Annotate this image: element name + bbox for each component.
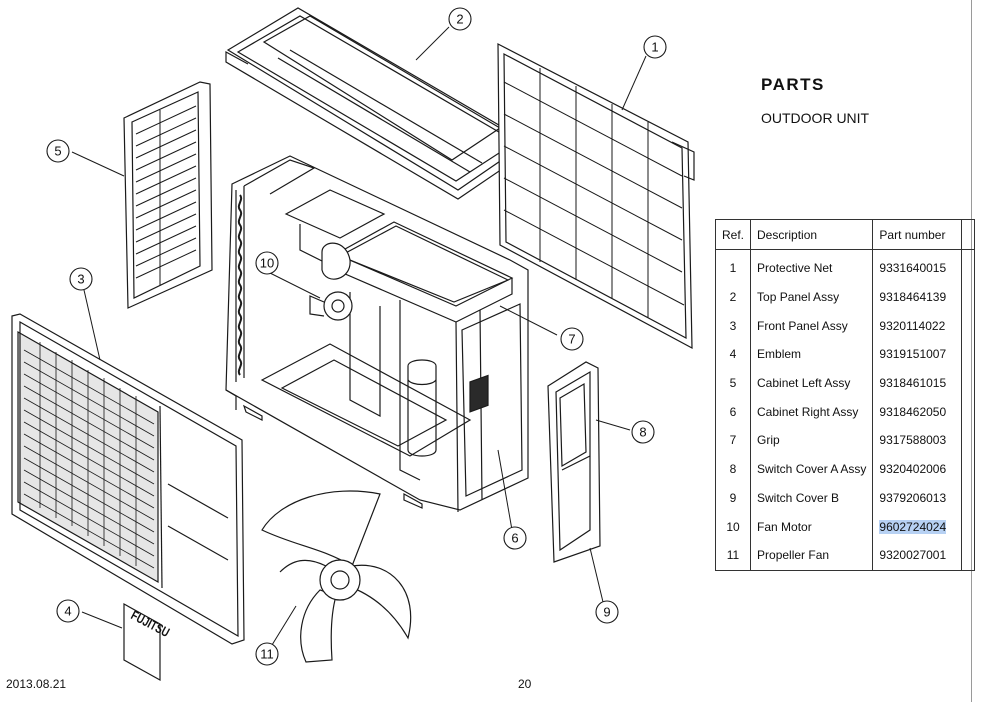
footer-date: 2013.08.21 [6,677,67,691]
page-title: PARTS [761,75,825,94]
table-header-row: Ref. Description Part number [714,219,976,250]
cell-ref: 2 [714,282,752,312]
cell-ref: 4 [714,340,752,369]
callout-10: 10 [260,256,274,271]
callout-5: 5 [54,144,61,159]
cell-part-number[interactable]: 9318464139 [872,282,963,312]
cell-part-number[interactable]: 9319151007 [872,340,963,369]
cabinet-left-drawing [123,81,213,309]
cell-part-number-selected[interactable]: 9602724024 [872,512,963,541]
col-header-blank [961,219,976,250]
callout-1: 1 [651,40,658,55]
table-row: 1 Protective Net 9331640015 [714,249,976,283]
table-row: 11 Propeller Fan 9320027001 [714,540,976,571]
switch-cover-a-drawing [547,361,601,563]
cell-blank [961,368,976,398]
cell-description: Emblem [750,340,874,369]
cell-description: Cabinet Left Assy [750,368,874,398]
cell-blank [961,540,976,571]
cell-part-number[interactable]: 9320114022 [872,311,963,341]
cell-ref: 7 [714,426,752,455]
cell-blank [961,311,976,341]
cell-ref: 6 [714,397,752,427]
table-row: 10 Fan Motor 9602724024 [714,512,976,541]
table-row: 6 Cabinet Right Assy 9318462050 [714,397,976,427]
col-header-ref: Ref. [714,219,752,250]
cell-description: Switch Cover A Assy [750,454,874,484]
cell-description: Front Panel Assy [750,311,874,341]
cell-part-number[interactable]: 9331640015 [872,249,963,283]
front-panel-drawing [11,313,245,645]
callout-7: 7 [568,332,575,347]
table-row: 4 Emblem 9319151007 [714,340,976,369]
callout-11: 11 [260,647,274,662]
callout-4: 4 [64,604,71,619]
cell-blank [961,512,976,541]
cell-part-number[interactable]: 9320402006 [872,454,963,484]
cell-blank [961,282,976,312]
cell-blank [961,397,976,427]
cell-part-number[interactable]: 9318462050 [872,397,963,427]
text-selection-highlight[interactable]: 9602724024 [879,519,947,534]
cell-ref: 9 [714,483,752,513]
table-row: 2 Top Panel Assy 9318464139 [714,282,976,312]
cell-ref: 8 [714,454,752,484]
callout-9: 9 [603,605,610,620]
cell-part-number[interactable]: 9317588003 [872,426,963,455]
table-row: 5 Cabinet Left Assy 9318461015 [714,368,976,398]
propeller-fan-drawing [261,490,412,663]
cell-description: Switch Cover B [750,483,874,513]
cell-part-number[interactable]: 9379206013 [872,483,963,513]
table-row: 7 Grip 9317588003 [714,426,976,455]
table-row: 3 Front Panel Assy 9320114022 [714,311,976,341]
table-row: 8 Switch Cover A Assy 9320402006 [714,454,976,484]
callout-6: 6 [511,531,518,546]
cell-blank [961,454,976,484]
cell-ref: 1 [714,249,752,283]
cell-description: Protective Net [750,249,874,283]
cell-description: Fan Motor [750,512,874,541]
cell-blank [961,426,976,455]
parts-table: Ref. Description Part number 1 Protectiv… [714,219,976,571]
cell-ref: 11 [714,540,752,571]
cell-blank [961,340,976,369]
page-subtitle: OUTDOOR UNIT [761,110,870,126]
col-header-description: Description [750,219,874,250]
cell-ref: 5 [714,368,752,398]
callout-2: 2 [456,12,463,27]
exploded-parts-diagram: 1 2 3 4 5 6 7 8 9 10 11 FUJITSU [11,7,695,682]
callout-8: 8 [639,425,646,440]
callout-3: 3 [77,272,84,287]
cell-ref: 3 [714,311,752,341]
emblem-plate-drawing [123,602,161,682]
cell-part-number[interactable]: 9318461015 [872,368,963,398]
cell-blank [961,249,976,283]
top-panel-drawing [225,7,531,200]
cell-blank [961,483,976,513]
cell-description: Top Panel Assy [750,282,874,312]
table-row: 9 Switch Cover B 9379206013 [714,483,976,513]
protective-net-drawing [497,43,695,350]
viewer-margin [973,0,1005,702]
cell-description: Cabinet Right Assy [750,397,874,427]
cell-ref: 10 [714,512,752,541]
cell-description: Propeller Fan [750,540,874,571]
chassis-drawing [225,155,529,513]
cell-description: Grip [750,426,874,455]
cell-part-number[interactable]: 9320027001 [872,540,963,571]
col-header-part-number: Part number [872,219,963,250]
page-number: 20 [518,677,532,691]
